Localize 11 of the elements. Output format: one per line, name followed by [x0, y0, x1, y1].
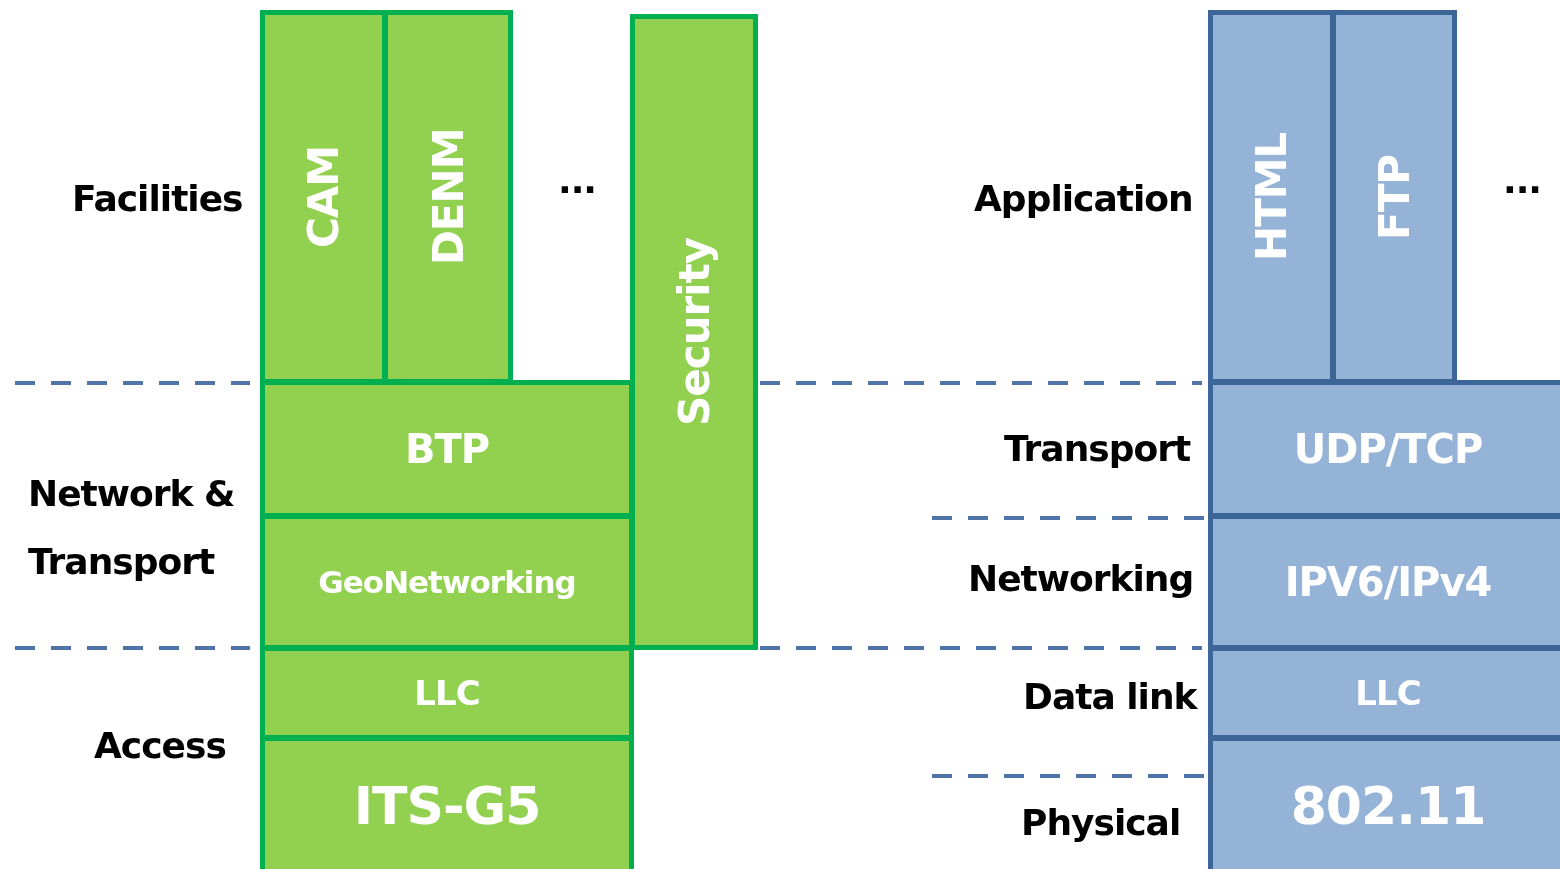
layer-label: Networking [968, 558, 1194, 599]
ellipsis-text: ... [1503, 160, 1542, 201]
layer-label: Application [974, 178, 1193, 219]
layer-label: Facilities [72, 178, 243, 219]
layer-label: Network & Transport [28, 472, 236, 584]
layer-label: Access [94, 725, 226, 766]
ellipsis-text: ... [558, 160, 597, 201]
layer-label: Transport [1004, 428, 1191, 469]
security-bar: Security [630, 14, 758, 650]
layer-label: Physical [1021, 802, 1181, 843]
layer-label: Data link [1023, 676, 1197, 717]
